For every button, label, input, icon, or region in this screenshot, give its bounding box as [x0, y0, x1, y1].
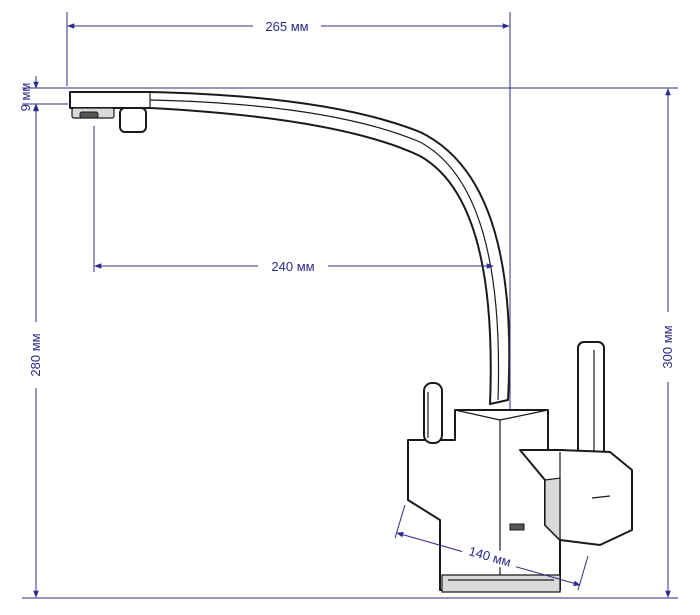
ext-base-left — [394, 504, 406, 539]
right-block-mark — [591, 495, 611, 499]
right-lever — [577, 341, 605, 463]
spout — [69, 91, 511, 405]
faucet-outline — [69, 91, 633, 593]
dim-label-spout-clearance: 280 мм — [28, 333, 43, 376]
base — [441, 574, 561, 593]
left-lever — [423, 382, 443, 444]
spout-edge — [149, 99, 500, 401]
column-top-edge — [454, 409, 501, 421]
nozzle-filter — [119, 107, 147, 133]
dim-label-total-width: 265 мм — [265, 19, 308, 34]
dimensions: 265 мм 9 мм 280 мм 240 мм 300 мм — [18, 12, 678, 599]
dim-label-bg-240 — [258, 258, 328, 274]
dim-label-bg-300 — [658, 312, 678, 382]
dim-label-bg-140 — [460, 540, 520, 572]
nozzle-tip — [79, 111, 99, 119]
column-top-edge-2 — [499, 409, 549, 421]
column-detail — [509, 523, 525, 531]
dim-label-total-height: 300 мм — [660, 325, 675, 368]
dim-label-bg-280 — [26, 322, 46, 388]
dim-label-bg-265 — [253, 18, 321, 34]
dim-label-spout-reach: 240 мм — [271, 259, 314, 274]
dim-label-spout-height: 9 мм — [18, 83, 33, 112]
